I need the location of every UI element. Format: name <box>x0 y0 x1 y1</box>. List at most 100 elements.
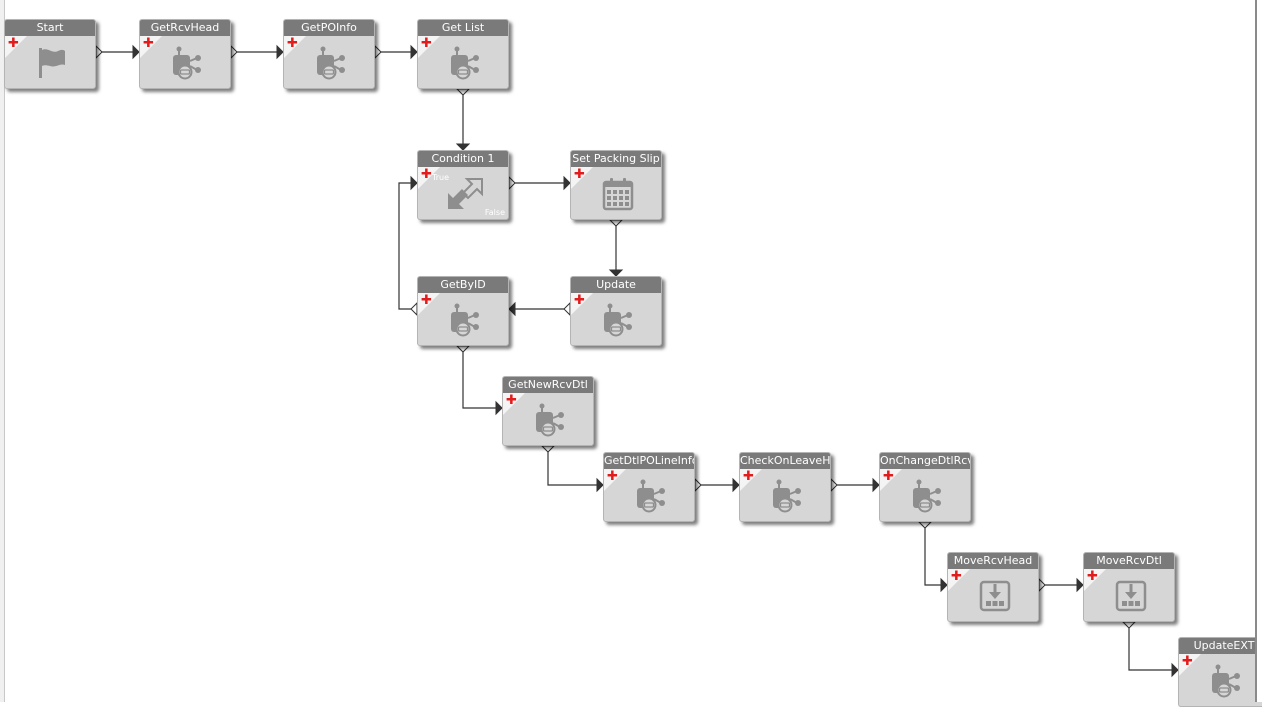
arrowhead-condition1[interactable] <box>410 175 418 191</box>
condition-true-label: True <box>432 173 449 182</box>
node-onchangedtlrcv[interactable]: OnChangeDtlRcv✚ <box>879 452 971 522</box>
method-call-icon <box>635 479 667 513</box>
output-port-setpackingslip[interactable] <box>608 219 624 227</box>
arrowhead-getbyid[interactable] <box>508 301 516 317</box>
add-plus-icon[interactable]: ✚ <box>1087 569 1098 584</box>
arrowhead-getnewrcvdtl[interactable] <box>495 400 503 416</box>
method-call-icon <box>171 46 203 80</box>
node-setpackingslip[interactable]: Set Packing Slip✚ <box>570 150 662 220</box>
connector-getnewrcvdtl-to-getdtlpolineinfo[interactable] <box>547 446 603 486</box>
node-title: Condition 1 <box>418 151 508 167</box>
method-call-icon <box>771 479 803 513</box>
arrowhead-onchangedtlrcv[interactable] <box>872 477 880 493</box>
output-port-onchangedtlrcv[interactable] <box>917 521 933 529</box>
node-corner-tab <box>5 36 27 58</box>
node-getbyid[interactable]: GetByID✚ <box>417 276 509 346</box>
node-title: Set Packing Slip <box>571 151 661 167</box>
method-call-icon <box>534 403 566 437</box>
connector-onchangedtlrcv-to-movercvhead[interactable] <box>924 522 947 586</box>
add-plus-icon[interactable]: ✚ <box>421 293 432 308</box>
add-plus-icon[interactable]: ✚ <box>1182 654 1193 669</box>
add-plus-icon[interactable]: ✚ <box>421 36 432 51</box>
output-port-getrcvhead[interactable] <box>230 44 238 60</box>
node-corner-tab <box>1179 654 1201 676</box>
node-checkonleavehea[interactable]: CheckOnLeaveHea✚ <box>739 452 831 522</box>
add-plus-icon[interactable]: ✚ <box>506 393 517 408</box>
node-getnewrcvdtl[interactable]: GetNewRcvDtl✚ <box>502 376 594 446</box>
add-plus-icon[interactable]: ✚ <box>574 293 585 308</box>
node-corner-tab <box>880 469 902 491</box>
node-corner-tab <box>571 167 593 189</box>
node-title: GetRcvHead <box>140 20 230 36</box>
output-port-movercvhead[interactable] <box>1038 577 1046 593</box>
node-title: GetDtlPOLineInfo <box>604 453 694 469</box>
add-plus-icon[interactable]: ✚ <box>143 36 154 51</box>
arrowhead-condition1[interactable] <box>455 143 471 151</box>
node-title: Update <box>571 277 661 293</box>
node-corner-tab <box>284 36 306 58</box>
add-plus-icon[interactable]: ✚ <box>607 469 618 484</box>
node-corner-tab <box>140 36 162 58</box>
arrowhead-checkonleavehea[interactable] <box>732 477 740 493</box>
output-port-getlist[interactable] <box>455 88 471 96</box>
arrowhead-updateext[interactable] <box>1171 662 1179 678</box>
add-plus-icon[interactable]: ✚ <box>951 569 962 584</box>
output-port-getdtlpolineinfo[interactable] <box>694 477 702 493</box>
arrowhead-update[interactable] <box>608 269 624 277</box>
output-port-getbyid[interactable] <box>455 345 471 353</box>
node-getrcvhead[interactable]: GetRcvHead✚ <box>139 19 231 89</box>
add-plus-icon[interactable]: ✚ <box>287 36 298 51</box>
output-port-getnewrcvdtl[interactable] <box>540 445 556 453</box>
add-plus-icon[interactable]: ✚ <box>574 167 585 182</box>
download-icon <box>979 579 1011 613</box>
arrowhead-getrcvhead[interactable] <box>132 44 140 60</box>
connector-getbyid-to-condition1[interactable] <box>398 182 417 310</box>
add-plus-icon[interactable]: ✚ <box>743 469 754 484</box>
node-movercvhead[interactable]: MoveRcvHead✚ <box>947 552 1039 622</box>
output-port-start[interactable] <box>95 44 103 60</box>
output-port-checkonleavehea[interactable] <box>830 477 838 493</box>
add-plus-icon[interactable]: ✚ <box>8 36 19 51</box>
arrowhead-setpackingslip[interactable] <box>563 175 571 191</box>
node-getpoinfo[interactable]: GetPOInfo✚ <box>283 19 375 89</box>
method-call-icon <box>449 303 481 337</box>
node-getlist[interactable]: Get List✚ <box>417 19 509 89</box>
node-start[interactable]: Start✚ <box>4 19 96 89</box>
node-title: MoveRcvDtl <box>1084 553 1174 569</box>
canvas-left-border <box>0 0 5 702</box>
arrowhead-getdtlpolineinfo[interactable] <box>596 477 604 493</box>
arrowhead-movercvhead[interactable] <box>940 577 948 593</box>
node-corner-tab <box>1084 569 1106 591</box>
add-plus-icon[interactable]: ✚ <box>421 167 432 182</box>
node-title: Get List <box>418 20 508 36</box>
node-title: GetNewRcvDtl <box>503 377 593 393</box>
node-corner-tab <box>418 36 440 58</box>
method-call-icon <box>449 46 481 80</box>
method-call-icon <box>911 479 943 513</box>
arrowhead-getlist[interactable] <box>410 44 418 60</box>
arrowhead-movercvdtl[interactable] <box>1076 577 1084 593</box>
node-corner-tab <box>503 393 525 415</box>
node-movercvdtl[interactable]: MoveRcvDtl✚ <box>1083 552 1175 622</box>
output-port-getpoinfo[interactable] <box>374 44 382 60</box>
add-plus-icon[interactable]: ✚ <box>883 469 894 484</box>
node-corner-tab <box>740 469 762 491</box>
node-updateext[interactable]: UpdateEXT✚ <box>1178 637 1262 707</box>
node-update[interactable]: Update✚ <box>570 276 662 346</box>
connector-getbyid-to-getnewrcvdtl[interactable] <box>462 346 502 409</box>
output-port-condition1[interactable] <box>508 175 516 191</box>
node-title: UpdateEXT <box>1179 638 1262 654</box>
node-title: GetPOInfo <box>284 20 374 36</box>
connector-movercvdtl-to-updateext[interactable] <box>1128 622 1178 671</box>
node-getdtlpolineinfo[interactable]: GetDtlPOLineInfo✚ <box>603 452 695 522</box>
flag-icon <box>36 46 68 80</box>
node-corner-tab <box>418 293 440 315</box>
node-title: OnChangeDtlRcv <box>880 453 970 469</box>
vertical-scrollbar[interactable] <box>1255 0 1262 702</box>
output-port-movercvdtl[interactable] <box>1121 621 1137 629</box>
node-title: CheckOnLeaveHea <box>740 453 830 469</box>
method-call-icon <box>602 303 634 337</box>
arrowhead-getpoinfo[interactable] <box>276 44 284 60</box>
